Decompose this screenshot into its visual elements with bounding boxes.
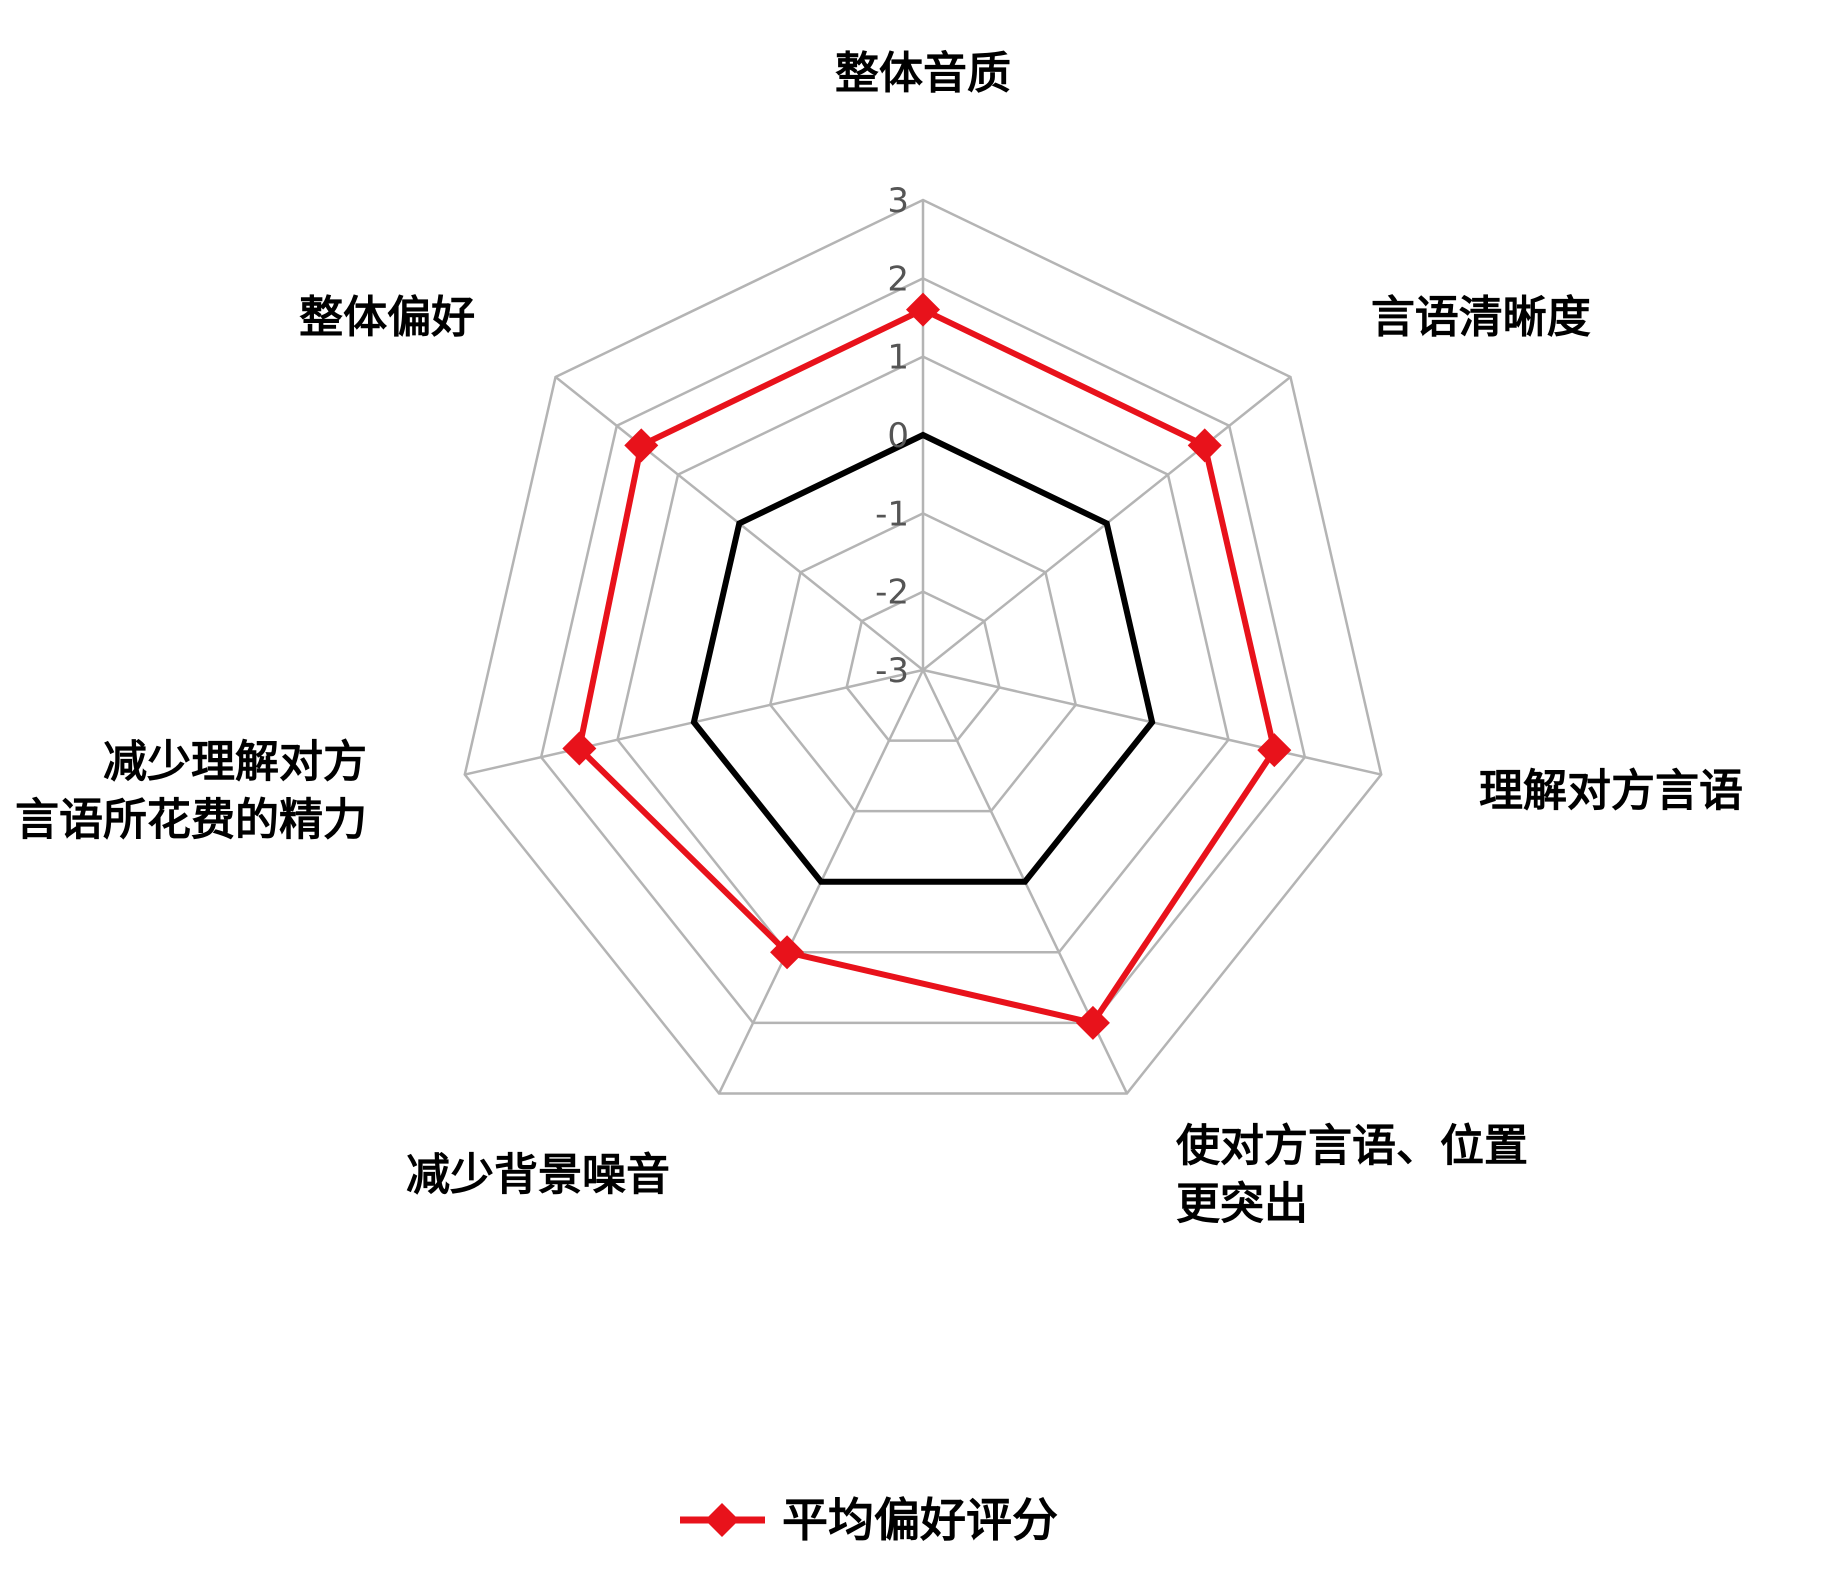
grid-ring xyxy=(463,198,1383,1095)
axis-label: 减少背景噪音 xyxy=(406,1150,670,1201)
series-point xyxy=(906,292,940,327)
axis-label: 整体音质 xyxy=(835,48,1011,99)
axis-label: 理解对方言语 xyxy=(1479,766,1743,817)
axis-label: 减少理解对方言语所花费的精力 xyxy=(15,737,367,846)
series-point xyxy=(624,428,659,463)
series-point xyxy=(1187,428,1222,463)
series-markers xyxy=(562,292,1292,1040)
axis-label: 言语清晰度 xyxy=(1371,292,1591,343)
tick-label: 2 xyxy=(887,259,909,299)
tick-label: 1 xyxy=(887,338,909,378)
grid-ring xyxy=(845,590,1001,742)
tick-label: -3 xyxy=(875,651,909,691)
series-point xyxy=(770,935,805,970)
tick-labels: -3 -2 -1 0 1 2 3 xyxy=(875,181,909,691)
series-point xyxy=(1257,733,1292,768)
axis-label: 整体偏好 xyxy=(299,292,475,343)
legend: 平均偏好评分 xyxy=(680,1493,1058,1547)
axis-label: 使对方言语、位置更突出 xyxy=(1176,1121,1528,1230)
legend-label: 平均偏好评分 xyxy=(782,1493,1058,1547)
series-line xyxy=(576,306,1278,1027)
legend-marker xyxy=(705,1503,739,1537)
grid-ring xyxy=(616,355,1230,954)
series-point xyxy=(562,731,597,766)
grid-ring xyxy=(768,511,1078,813)
tick-label: -2 xyxy=(875,573,909,613)
series-point xyxy=(1075,1005,1110,1040)
tick-label: -1 xyxy=(875,494,909,534)
grid-ring xyxy=(539,276,1307,1025)
tick-label: 0 xyxy=(887,416,909,456)
tick-label: 3 xyxy=(887,181,909,221)
baseline-ring xyxy=(690,431,1156,885)
